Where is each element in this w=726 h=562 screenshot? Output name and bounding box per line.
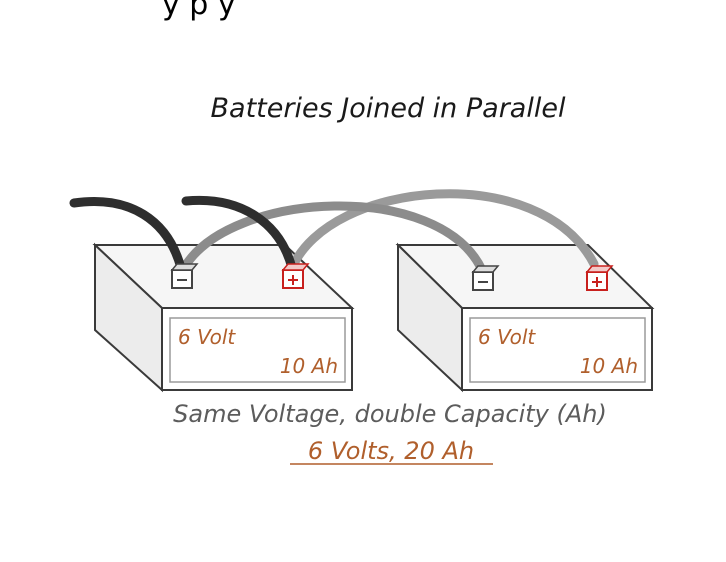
caption-line-1: Same Voltage, double Capacity (Ah) xyxy=(173,400,607,428)
battery-1: 6 Volt 10 Ah xyxy=(92,242,355,393)
battery-1-negative-terminal xyxy=(170,263,199,289)
battery-2-negative-terminal xyxy=(471,265,500,291)
negative-jumper-cable xyxy=(179,201,487,275)
battery-1-voltage-label: 6 Volt xyxy=(178,325,236,349)
diagram-title: Batteries Joined in Parallel xyxy=(211,93,566,124)
main-positive-cable xyxy=(181,195,297,273)
battery-1-capacity-label: 10 Ah xyxy=(280,354,338,378)
battery-1-label-panel xyxy=(169,317,346,383)
battery-2-capacity-label: 10 Ah xyxy=(580,354,638,378)
positive-jumper-cable xyxy=(287,189,599,273)
main-negative-cable xyxy=(69,197,186,273)
battery-2-label-panel xyxy=(469,317,646,383)
cropped-top-text: y p y xyxy=(162,0,236,22)
battery-2-positive-terminal xyxy=(585,265,614,291)
battery-1-positive-terminal xyxy=(281,263,310,289)
battery-2-voltage-label: 6 Volt xyxy=(478,325,536,349)
caption-line-2-result: 6 Volts, 20 Ah xyxy=(308,437,474,465)
battery-2: 6 Volt 10 Ah xyxy=(395,242,655,393)
